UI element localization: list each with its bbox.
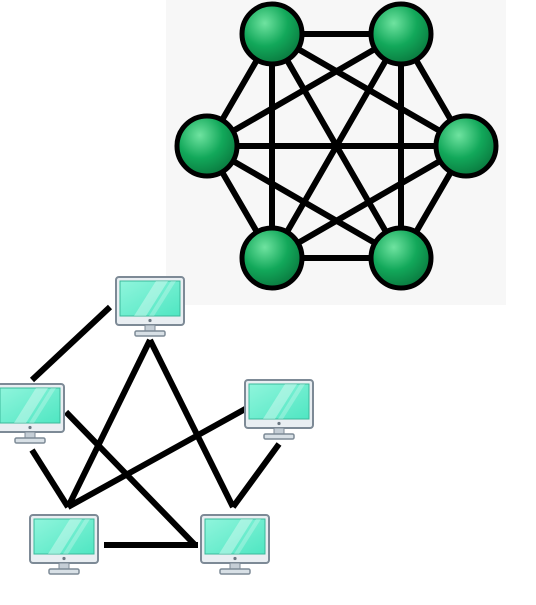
network-links <box>29 304 282 548</box>
computer-right-computer-monitor-icon <box>244 379 314 440</box>
computer-top-computer-monitor-icon <box>115 276 185 337</box>
computer-left-computer-monitor-icon <box>0 383 65 444</box>
network-link <box>230 442 282 509</box>
mesh-edge <box>269 143 469 261</box>
mesh-nodes <box>174 1 499 291</box>
network-link <box>29 448 71 509</box>
network-link <box>147 338 236 509</box>
mesh-node <box>368 225 434 291</box>
network-link <box>63 409 198 548</box>
computer-bottom-right-computer-monitor-icon <box>200 514 270 575</box>
mesh-node <box>174 113 240 179</box>
network-link <box>29 304 113 383</box>
mesh-node <box>239 225 305 291</box>
computer-bottom-left-computer-monitor-icon <box>29 514 99 575</box>
mesh-edge <box>204 143 404 261</box>
mesh-node <box>368 1 434 67</box>
mesh-node <box>433 113 499 179</box>
network-link <box>66 405 249 510</box>
network-link <box>65 338 153 509</box>
mesh-edge <box>204 31 404 149</box>
mesh-node <box>239 1 305 67</box>
